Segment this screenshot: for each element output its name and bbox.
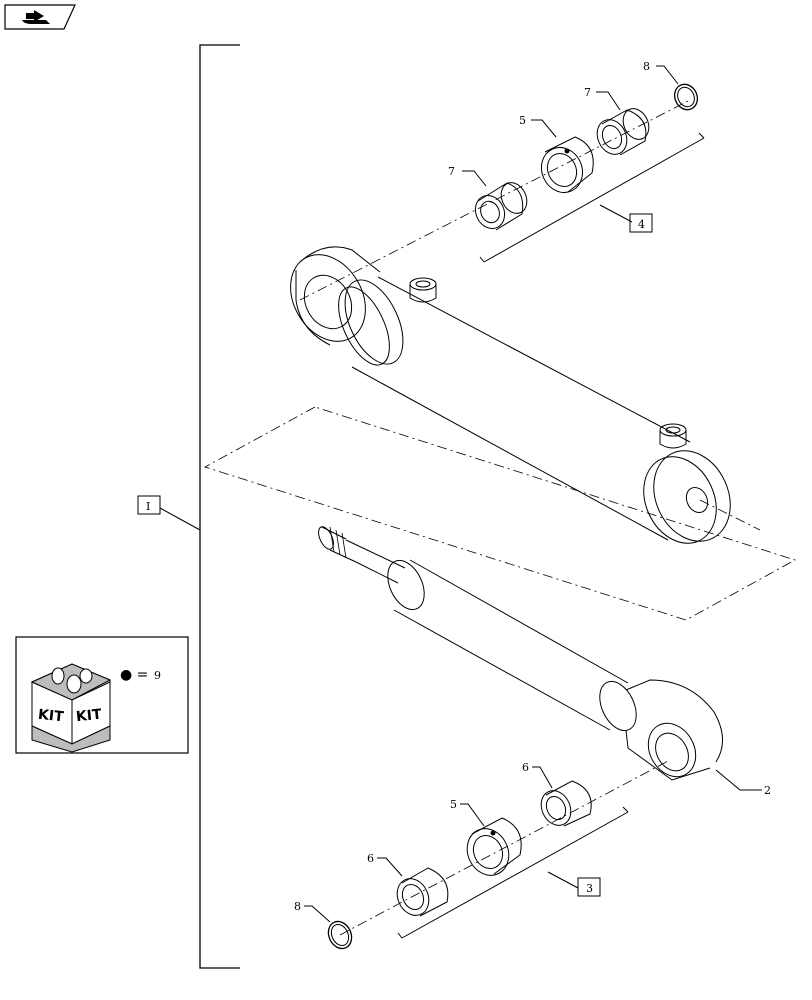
callout-6: 6 (522, 761, 529, 774)
kit-box-icon (30, 663, 112, 753)
center-line (699, 499, 761, 531)
piston-rod (318, 526, 723, 781)
group-bracket-3 (397, 806, 629, 939)
assembly-bracket (199, 44, 240, 969)
callout-5: 5 (519, 114, 526, 127)
snap-ring-part (327, 920, 353, 950)
kit-legend-frame (15, 636, 189, 754)
cylinder-barrel (290, 246, 731, 544)
leader-line (304, 905, 331, 923)
leader-line (462, 170, 487, 187)
callout-box-4 (629, 213, 653, 233)
leader-line (596, 91, 621, 111)
leader-line (547, 871, 579, 889)
alignment-outline (203, 406, 797, 621)
leader-line (460, 803, 485, 827)
bushing-part (596, 108, 650, 156)
callout-4: 4 (638, 218, 645, 231)
leader-line (715, 769, 762, 791)
snap-ring-part (673, 83, 699, 111)
center-line (299, 99, 691, 301)
piston-seal-part (540, 136, 594, 193)
callout-2: 2 (764, 784, 771, 797)
leader-line (377, 857, 403, 877)
leader-line (656, 65, 679, 85)
callout-6: 6 (367, 852, 374, 865)
bushing-part (396, 867, 449, 917)
callout-8: 8 (643, 60, 650, 73)
callout-1: I (146, 500, 150, 513)
center-line (339, 759, 671, 936)
callout-7: 7 (584, 86, 591, 99)
callout-5: 5 (450, 798, 457, 811)
back-arrow-icon (4, 4, 76, 30)
leader-line (532, 766, 553, 789)
kit-symbol: ● = (120, 667, 148, 683)
leader-line (599, 204, 633, 223)
callout-7: 7 (448, 165, 455, 178)
group-bracket-4 (479, 132, 705, 263)
callout-8: 8 (294, 900, 301, 913)
bushing-part (540, 780, 592, 827)
callout-box-1 (137, 495, 161, 515)
kit-box-text-2: KIT (75, 707, 103, 726)
bushing-part (474, 182, 528, 231)
leader-line (531, 119, 557, 138)
leader-line (159, 507, 201, 531)
callout-box-3 (577, 877, 601, 897)
callout-3: 3 (586, 882, 593, 895)
kit-box-text-1: KIT (37, 707, 65, 726)
piston-seal-part (466, 817, 522, 876)
back-nav-button[interactable] (4, 4, 76, 30)
kit-number: 9 (154, 669, 161, 682)
